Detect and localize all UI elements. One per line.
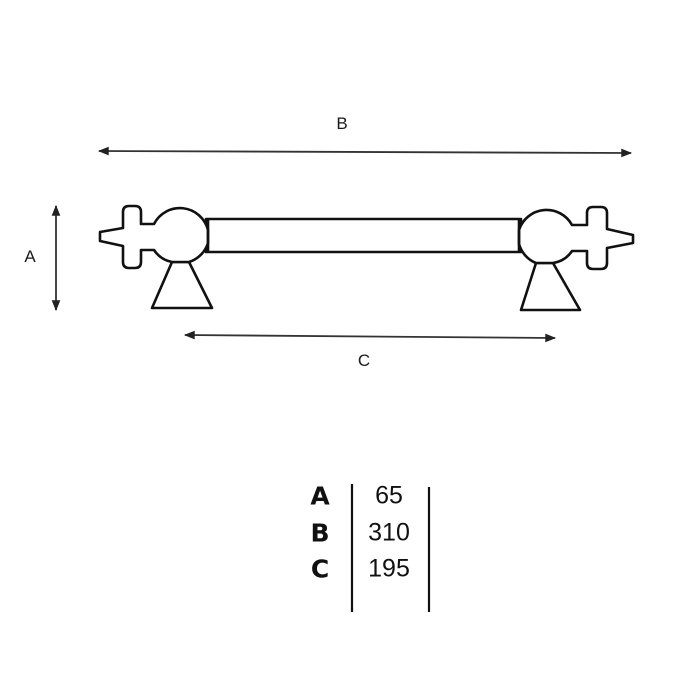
spec-value-b: 310 — [368, 518, 410, 547]
handle-bar — [204, 217, 523, 254]
dimension-c-label: C — [357, 351, 371, 370]
handle-outline — [98, 204, 635, 312]
dimension-c-arrow — [183, 330, 557, 343]
dimension-a-label: A — [24, 247, 36, 266]
spec-key-b: B — [310, 518, 330, 548]
dimension-b-arrow — [97, 146, 633, 158]
left-foot — [150, 260, 214, 310]
dimension-b-label: B — [336, 114, 348, 133]
left-knob — [98, 204, 210, 270]
spec-key-a: A — [310, 481, 330, 511]
right-knob — [517, 205, 635, 271]
spec-value-a: 65 — [375, 481, 403, 510]
spec-value-c: 195 — [368, 554, 410, 583]
right-foot — [519, 261, 582, 312]
spec-key-c: C — [310, 554, 330, 584]
